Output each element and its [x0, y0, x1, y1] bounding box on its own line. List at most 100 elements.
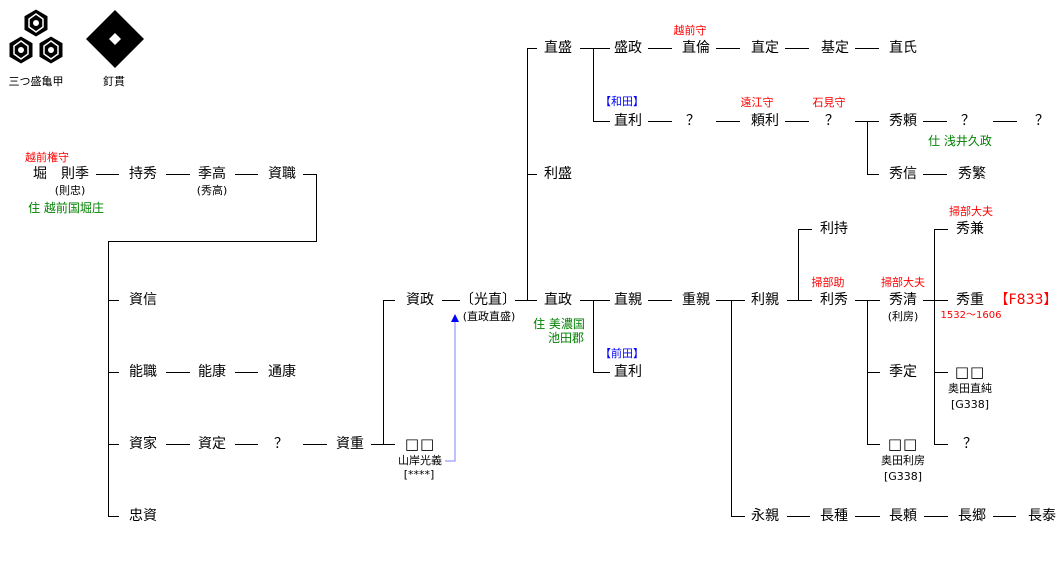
connector-line [731, 300, 732, 517]
connector-line [515, 300, 527, 301]
title-label: 掃部助 [811, 276, 845, 289]
person-unknown: ？ [686, 113, 700, 129]
connector-line [648, 300, 672, 301]
alias-label: 奥田直純 [948, 382, 992, 395]
person-yoshiyasu: 能康 [198, 364, 226, 380]
mitsumori-kikko-crest-icon [8, 8, 64, 65]
kuginuki-crest-icon [86, 10, 144, 68]
connector-line [166, 444, 190, 445]
connector-line [934, 229, 948, 230]
connector-line [867, 174, 879, 175]
connector-line [993, 121, 1017, 122]
connector-line [235, 372, 258, 373]
connector-line [235, 444, 258, 445]
person-naomori: 直盛 [544, 40, 572, 56]
person-naotoshi-wada: 直利 [614, 113, 642, 129]
connector-line [580, 300, 610, 301]
connector-line [923, 121, 947, 122]
person-sukemasa: 資政 [406, 292, 434, 308]
person-naotoshi-maeda: 直利 [614, 364, 642, 380]
connector-line [383, 300, 384, 445]
person-sukemoto: 資職 [268, 166, 296, 182]
connector-line [716, 300, 745, 301]
person-naouji: 直氏 [889, 40, 917, 56]
connector-line [316, 174, 317, 241]
person-michiyasu: 通康 [268, 364, 296, 380]
arrow-icon [445, 314, 459, 462]
connector-line [923, 300, 948, 301]
person-unknown-name: □□ [887, 435, 919, 453]
connector-line [798, 229, 812, 230]
crest-label: 釘貫 [103, 75, 125, 88]
person-naochika: 直親 [614, 292, 642, 308]
connector-line [580, 48, 610, 49]
connector-line [593, 121, 610, 122]
connector-line [934, 229, 935, 445]
connector-line [787, 516, 810, 517]
person-toshimori: 利盛 [544, 166, 572, 182]
person-unknown: ？ [963, 436, 977, 452]
connector-line [924, 516, 948, 517]
connector-line [785, 121, 809, 122]
person-unknown: ？ [274, 436, 288, 452]
connector-line [527, 174, 537, 175]
person-unknown-name: □□ [954, 363, 986, 381]
connector-line [166, 174, 190, 175]
person-unknown: ？ [825, 113, 839, 129]
person-unknown-name: □□ [404, 435, 436, 453]
person-hidekane: 秀兼 [956, 221, 984, 237]
person-yoshimoto: 能職 [129, 364, 157, 380]
person-nagayori: 長頼 [889, 508, 917, 524]
person-nagayasu: 長泰 [1028, 508, 1056, 524]
person-hideshige: 秀重 [956, 292, 984, 308]
person-unknown: ？ [961, 113, 975, 129]
person-sukeie: 資家 [129, 436, 157, 452]
person-norisue: 則季 [61, 166, 89, 182]
person-unknown: ？ [1035, 113, 1049, 129]
person-nagatane: 長種 [820, 508, 848, 524]
connector-line [855, 48, 879, 49]
connector-line [934, 444, 948, 445]
person-naomasa: 直政 [544, 292, 572, 308]
person-mitsunao: 〔光直〕 [460, 292, 516, 308]
clan-label: 【前田】 [600, 347, 644, 360]
connector-line [787, 300, 812, 301]
connector-line [934, 372, 948, 373]
title-label: 石見守 [812, 96, 846, 109]
connector-line [166, 372, 190, 373]
connector-line [785, 48, 809, 49]
alias-label: 山岸光義 [398, 454, 442, 467]
years-label: 1532～1606 [940, 310, 1002, 321]
connector-line [108, 241, 109, 516]
title-label: 越前権守 [25, 151, 69, 164]
connector-line [731, 516, 745, 517]
connector-line [108, 372, 119, 373]
connector-line [96, 174, 119, 175]
connector-line [993, 516, 1016, 517]
connector-line [527, 300, 537, 301]
title-label: 掃部大夫 [881, 276, 925, 289]
residence-label: 住 美濃国 [533, 317, 585, 331]
clan-label: 【和田】 [600, 95, 644, 108]
connector-line [108, 300, 119, 301]
reference-label: [G338] [883, 470, 923, 483]
title-label: 越前守 [673, 24, 707, 37]
connector-line [303, 174, 316, 175]
residence-label: 池田郡 [547, 331, 585, 345]
person-shigechika: 重親 [682, 292, 710, 308]
person-yoritoshi: 頼利 [751, 113, 779, 129]
connector-line [855, 516, 880, 517]
connector-line [442, 300, 460, 301]
person-hidekiyo: 秀清 [889, 292, 917, 308]
connector-line [593, 300, 594, 373]
alias-label: 奥田利房 [881, 454, 925, 467]
title-label: 遠江守 [740, 96, 774, 109]
person-motosada: 基定 [821, 40, 849, 56]
person-hideshige-b: 秀繁 [958, 166, 986, 182]
person-hidenobu: 秀信 [889, 166, 917, 182]
connector-line [593, 372, 610, 373]
person-hideyori: 秀頼 [889, 113, 917, 129]
person-suetaka: 季高 [198, 166, 226, 182]
connector-line [527, 48, 537, 49]
